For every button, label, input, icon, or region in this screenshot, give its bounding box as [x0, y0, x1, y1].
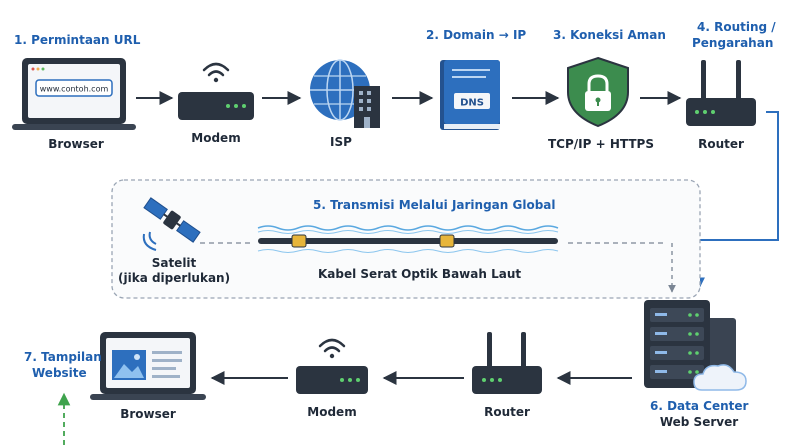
router-label: Router	[698, 137, 744, 151]
dns-text: DNS	[460, 98, 484, 109]
browser-bottom-label: Browser	[120, 407, 176, 421]
dns-book-icon	[440, 60, 500, 130]
cable-label: Kabel Serat Optik Bawah Laut	[318, 267, 522, 281]
router-icon	[686, 60, 756, 126]
isp-globe-icon	[310, 59, 380, 128]
satellite-label-line2: (jika diperlukan)	[118, 271, 231, 285]
signal-icon	[148, 231, 157, 245]
browser-label: Browser	[48, 137, 104, 151]
satellite-icon	[143, 197, 201, 243]
shield-lock-icon	[567, 56, 629, 128]
router-bottom-icon	[472, 332, 542, 394]
modem-bottom-label: Modem	[307, 405, 357, 419]
modem-icon	[178, 62, 254, 120]
modem-label: Modem	[191, 131, 241, 145]
cloud-icon	[693, 364, 747, 391]
modem-bottom-icon	[296, 338, 368, 394]
step6-title-line2: Web Server	[659, 415, 739, 429]
step2-title: 2. Domain → IP	[426, 28, 527, 42]
step4-title-line2: Pengarahan	[692, 36, 774, 50]
browser-url-text: www.contoh.com	[40, 85, 109, 94]
step5-title: 5. Transmisi Melalui Jaringan Global	[313, 198, 556, 212]
step3-title: 3. Koneksi Aman	[553, 28, 666, 42]
laptop-website-icon	[90, 332, 206, 400]
satellite-label-line1: Satelit	[151, 256, 197, 270]
step4-title-line1: 4. Routing /	[697, 20, 776, 34]
undersea-cable-icon	[257, 225, 559, 253]
step1-title: 1. Permintaan URL	[14, 33, 141, 47]
secure-label: TCP/IP + HTTPS	[548, 137, 654, 151]
isp-label: ISP	[330, 135, 352, 149]
laptop-browser-icon	[12, 58, 136, 130]
step6-title-line1: 6. Data Center	[650, 399, 749, 413]
step7-title-line1: 7. Tampilan	[24, 350, 102, 364]
router-bottom-label: Router	[484, 405, 530, 419]
step7-title-line2: Website	[32, 366, 87, 380]
